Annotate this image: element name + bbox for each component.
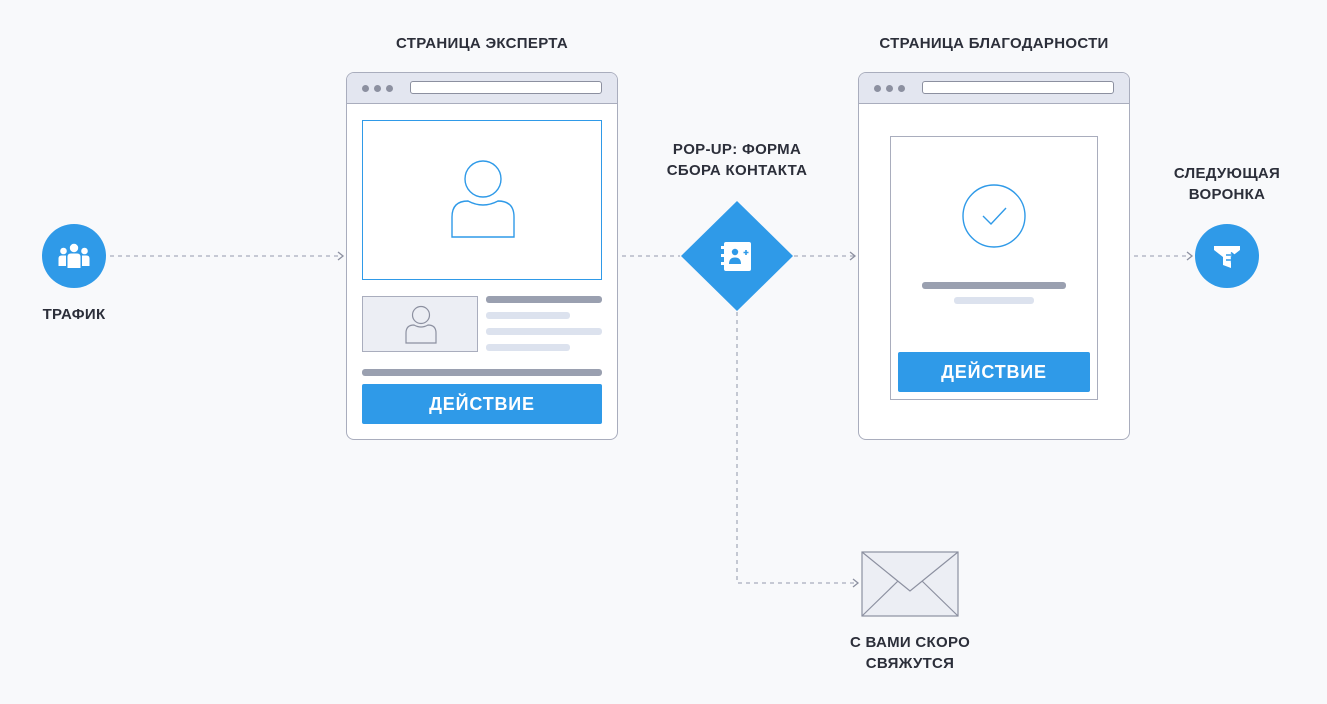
browser-titlebar (347, 73, 617, 104)
connector-popup-email (736, 312, 857, 584)
arrowhead (337, 251, 345, 261)
next-funnel-label-line2: ВОРОНКА (1188, 186, 1266, 203)
traffic-node (42, 224, 106, 288)
address-bar (410, 81, 602, 94)
window-dot (374, 85, 381, 92)
expert-page-title: СТРАНИЦА ЭКСПЕРТА (396, 35, 568, 52)
window-dot (886, 85, 893, 92)
people-group-icon (58, 243, 90, 268)
thanks-action-button[interactable]: ДЕЙСТВИЕ (898, 352, 1090, 392)
popup-title-line2: СБОРА КОНТАКТА (666, 162, 808, 179)
window-dot (898, 85, 905, 92)
traffic-label: ТРАФИК (42, 306, 106, 323)
popup-title: POP-UP: ФОРМА СБОРА КОНТАКТА (637, 139, 837, 181)
email-label-line1: С ВАМИ СКОРО (849, 634, 971, 651)
arrowhead (1186, 251, 1194, 261)
text-line-placeholder (362, 369, 602, 376)
contact-book-icon (721, 242, 751, 271)
text-line-placeholder (486, 344, 570, 351)
text-line-placeholder (954, 297, 1034, 304)
thanks-page-title: СТРАНИЦА БЛАГОДАРНОСТИ (879, 35, 1109, 52)
popup-form-node (681, 201, 793, 311)
arrowhead (852, 578, 860, 588)
window-dot (362, 85, 369, 92)
avatar-thumbnail (362, 296, 478, 352)
arrowhead (849, 251, 857, 261)
window-dot (874, 85, 881, 92)
thanks-card: ДЕЙСТВИЕ (890, 136, 1098, 400)
browser-titlebar (859, 73, 1129, 104)
user-icon (451, 160, 515, 238)
hero-image-placeholder (362, 120, 602, 280)
text-line-placeholder (922, 282, 1066, 289)
next-funnel-label: СЛЕДУЮЩАЯ ВОРОНКА (1147, 163, 1307, 205)
expert-page-window: ДЕЙСТВИЕ (346, 72, 618, 440)
text-line-placeholder (486, 328, 602, 335)
text-line-placeholder (486, 296, 602, 303)
email-label: С ВАМИ СКОРО СВЯЖУТСЯ (810, 632, 1010, 674)
next-funnel-label-line1: СЛЕДУЮЩАЯ (1173, 165, 1281, 182)
text-line-placeholder (486, 312, 570, 319)
address-bar (922, 81, 1114, 94)
next-funnel-node (1195, 224, 1259, 288)
email-label-line2: СВЯЖУТСЯ (865, 655, 955, 672)
popup-title-line1: POP-UP: ФОРМА (672, 141, 802, 158)
expert-action-button[interactable]: ДЕЙСТВИЕ (362, 384, 602, 424)
thanks-page-window: ДЕЙСТВИЕ (858, 72, 1130, 440)
check-circle-icon (962, 184, 1026, 248)
envelope-icon (861, 551, 959, 617)
user-icon (405, 305, 437, 344)
window-dot (386, 85, 393, 92)
funnel-icon (1214, 246, 1240, 268)
